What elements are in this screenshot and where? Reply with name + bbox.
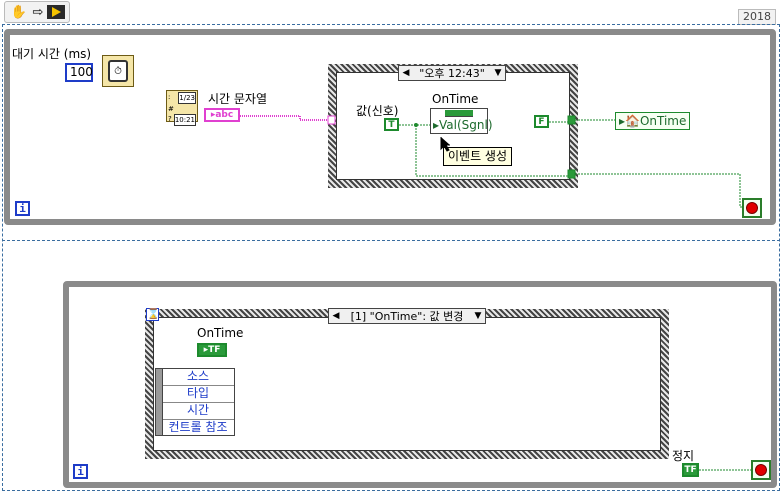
version-badge: 2018 bbox=[738, 9, 776, 25]
arrow-right-icon[interactable]: ⇨ bbox=[32, 4, 44, 20]
event-data-ctlref[interactable]: 컨트롤 참조 bbox=[162, 419, 234, 436]
value-signal-label: 값(신호) bbox=[356, 104, 399, 118]
stop-icon bbox=[755, 464, 767, 476]
event-data-handle bbox=[156, 369, 163, 435]
prop-header bbox=[445, 110, 473, 117]
wait-constant[interactable]: 100 bbox=[65, 63, 93, 82]
event-selector-label: [1] "OnTime": 값 변경 bbox=[350, 310, 464, 323]
chevron-down-icon[interactable]: ▼ bbox=[474, 311, 482, 321]
left-arrow-icon[interactable]: ◀ bbox=[402, 68, 410, 78]
false-constant[interactable]: F bbox=[534, 115, 549, 128]
time-string-indicator[interactable]: ▸abc bbox=[204, 108, 240, 122]
toolbar-buttons: ✋ ⇨ bbox=[4, 1, 70, 23]
ontime-indicator[interactable]: ▸TF bbox=[197, 343, 227, 357]
loop2-iteration-terminal: i bbox=[73, 464, 88, 479]
ontime-local-variable[interactable]: ▸🏠OnTime bbox=[615, 112, 691, 130]
prop-owner-label: OnTime bbox=[432, 92, 479, 106]
sequence-divider bbox=[2, 240, 780, 241]
stop-icon bbox=[746, 202, 758, 214]
event-selector[interactable]: ◀ [1] "OnTime": 값 변경 ▼ bbox=[328, 308, 486, 324]
flat-sequence-frame bbox=[2, 24, 780, 491]
time-string-label: 시간 문자열 bbox=[208, 92, 268, 106]
wait-label: 대기 시간 (ms) bbox=[12, 47, 92, 61]
stop-button-terminal[interactable]: TF bbox=[682, 463, 699, 477]
left-arrow-icon[interactable]: ◀ bbox=[332, 311, 340, 321]
loop1-stop-terminal[interactable] bbox=[742, 198, 762, 218]
timeout-icon[interactable]: ⌛ bbox=[146, 308, 160, 321]
case-selector-1[interactable]: ◀ "오후 12:43" ▼ bbox=[398, 65, 506, 81]
event-data-node[interactable]: 소스 타입 시간 컨트롤 참조 bbox=[155, 368, 235, 436]
case-selector-label: "오후 12:43" bbox=[419, 67, 485, 80]
event-data-type[interactable]: 타입 bbox=[162, 385, 234, 402]
hand-icon[interactable]: ✋ bbox=[10, 4, 28, 20]
property-node[interactable]: ▸Val(Sgnl) bbox=[430, 108, 493, 134]
prop-item[interactable]: ▸Val(Sgnl) bbox=[433, 118, 493, 132]
run-arrow-icon[interactable] bbox=[47, 5, 65, 19]
event-data-source[interactable]: 소스 bbox=[186, 369, 210, 383]
loop1-iteration-terminal: i bbox=[15, 201, 30, 216]
clock-icon: ⏱ bbox=[108, 60, 128, 82]
stop-label: 정지 bbox=[672, 449, 695, 463]
format-date-time-icon[interactable]: :1/23 # ?10:21 bbox=[166, 90, 198, 126]
wait-function-icon[interactable]: ⏱ bbox=[102, 55, 134, 87]
true-constant[interactable]: T bbox=[384, 118, 399, 131]
chevron-down-icon[interactable]: ▼ bbox=[494, 68, 502, 78]
tooltip: 이벤트 생성 bbox=[443, 147, 513, 166]
loop2-stop-terminal[interactable] bbox=[751, 460, 771, 480]
event-data-time[interactable]: 시간 bbox=[162, 402, 234, 419]
ontime-label: OnTime bbox=[197, 326, 244, 340]
